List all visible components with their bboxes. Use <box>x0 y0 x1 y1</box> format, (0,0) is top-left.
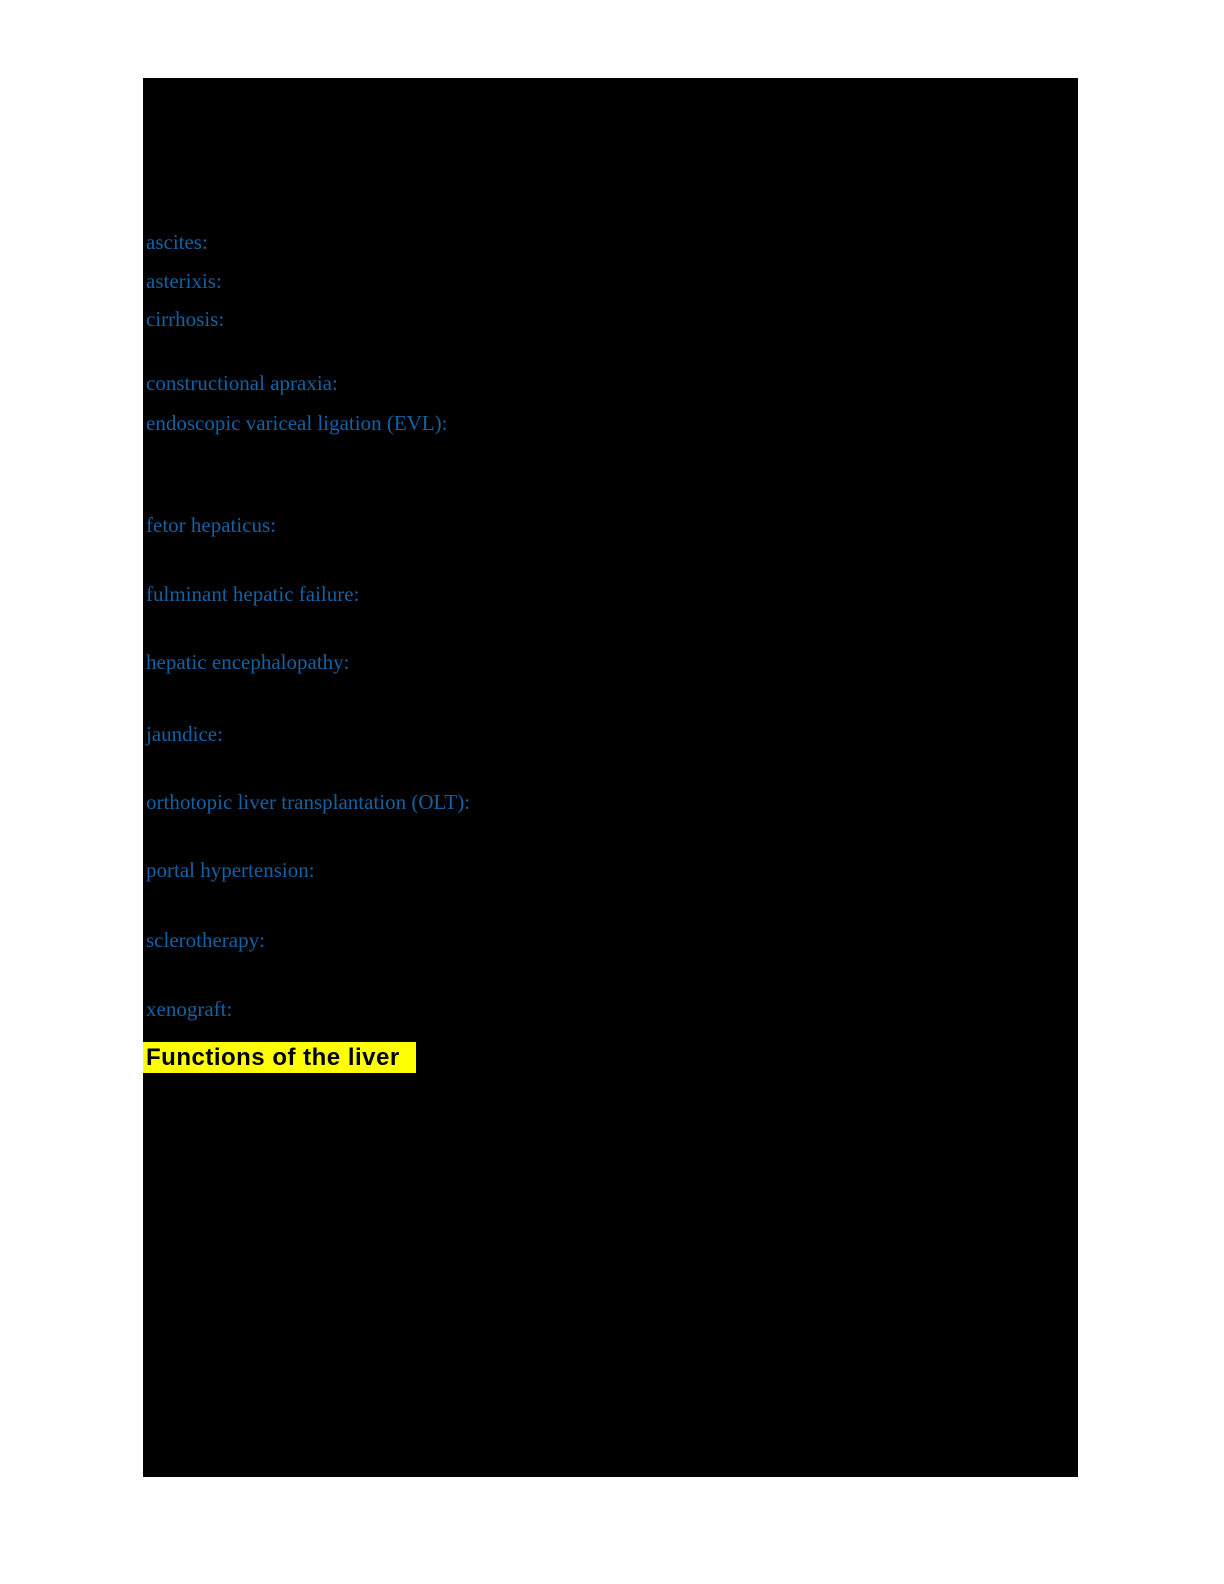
glossary-term-sclerotherapy: sclerotherapy: <box>146 928 265 952</box>
section-heading: Functions of the liver <box>146 1043 400 1071</box>
glossary-term-hepatic-encephalopathy: hepatic encephalopathy: <box>146 650 350 674</box>
glossary-term-orthotopic-liver-transplantation: orthotopic liver transplantation (OLT): <box>146 790 471 814</box>
glossary-term-portal-hypertension: portal hypertension: <box>146 858 315 882</box>
glossary-term-fulminant-hepatic-failure: fulminant hepatic failure: <box>146 582 360 606</box>
glossary-term-endoscopic-variceal-ligation: endoscopic variceal ligation (EVL): <box>146 411 448 435</box>
glossary-term-jaundice: jaundice: <box>146 722 223 746</box>
glossary-term-fetor-hepaticus: fetor hepaticus: <box>146 513 277 537</box>
glossary-term-cirrhosis: cirrhosis: <box>146 307 225 331</box>
redacted-text-block: ascites: asterixis: cirrhosis: construct… <box>143 78 1078 1477</box>
glossary-term-asterixis: asterixis: <box>146 269 222 293</box>
glossary-term-ascites: ascites: <box>146 230 208 254</box>
glossary-term-xenograft: xenograft: <box>146 997 233 1021</box>
glossary-term-constructional-apraxia: constructional apraxia: <box>146 371 338 395</box>
section-heading-highlight: Functions of the liver <box>143 1042 416 1073</box>
